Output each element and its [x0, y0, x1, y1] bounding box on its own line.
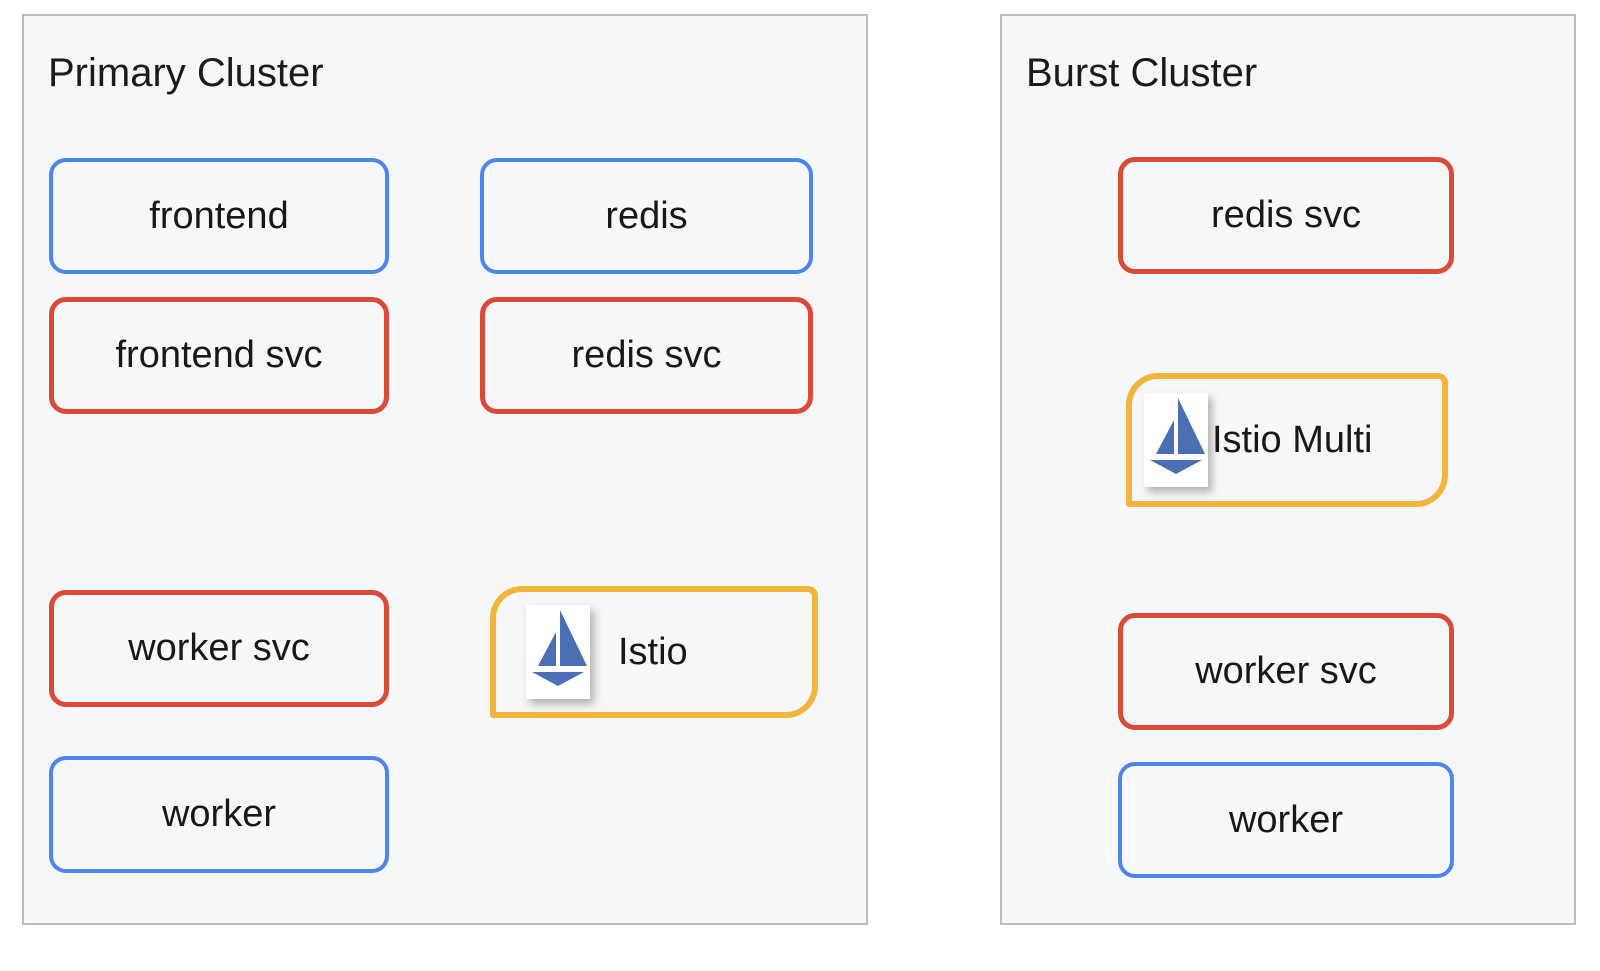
node-redis-label: redis	[605, 194, 688, 237]
burst-cluster-container: Burst Cluster redis svc Istio Multi work…	[1000, 14, 1576, 925]
istio-sailboat-icon	[526, 605, 590, 699]
node-frontend: frontend	[49, 158, 389, 274]
primary-cluster-container: Primary Cluster frontend redis frontend …	[22, 14, 868, 925]
node-burst-redis-svc-label: redis svc	[1211, 194, 1361, 236]
node-burst-worker-svc-label: worker svc	[1195, 650, 1377, 692]
node-burst-worker-svc: worker svc	[1118, 613, 1454, 730]
node-burst-worker-label: worker	[1228, 798, 1344, 841]
node-frontend-svc: frontend svc	[49, 297, 389, 414]
node-istio-multi-label: Istio Multi	[1212, 418, 1373, 461]
node-worker: worker	[49, 756, 389, 873]
node-frontend-svc-label: frontend svc	[115, 334, 323, 376]
node-istio-label: Istio	[618, 630, 688, 673]
node-istio: Istio	[490, 586, 818, 718]
node-burst-worker: worker	[1118, 762, 1454, 878]
node-worker-svc-label: worker svc	[128, 627, 310, 669]
node-burst-redis-svc: redis svc	[1118, 157, 1454, 274]
istio-sailboat-icon	[1144, 393, 1208, 487]
node-istio-multi: Istio Multi	[1126, 373, 1448, 507]
node-redis: redis	[480, 158, 813, 274]
node-redis-svc-label: redis svc	[571, 334, 722, 376]
burst-cluster-title: Burst Cluster	[1026, 51, 1258, 95]
primary-cluster-title: Primary Cluster	[48, 51, 324, 95]
node-worker-label: worker	[161, 793, 277, 835]
node-worker-svc: worker svc	[49, 590, 389, 707]
node-redis-svc: redis svc	[480, 297, 813, 414]
node-frontend-label: frontend	[149, 194, 289, 237]
